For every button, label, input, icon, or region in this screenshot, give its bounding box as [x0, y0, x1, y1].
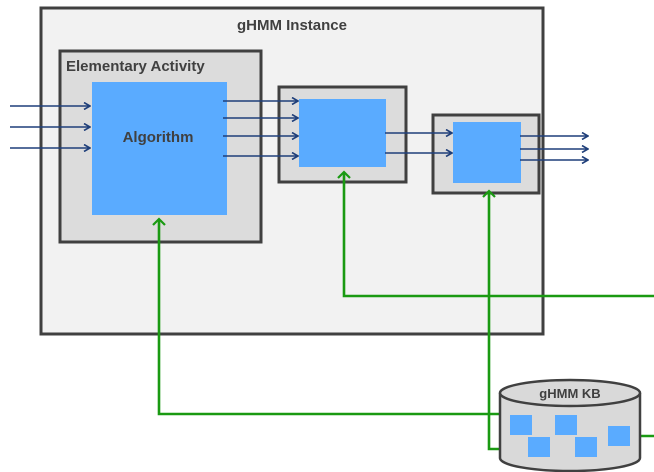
kb-record [528, 437, 550, 457]
kb-label: gHMM KB [539, 386, 600, 401]
external-to-activity-2-arrow [337, 170, 654, 298]
final-output-arrows [520, 136, 588, 160]
kb-record [510, 415, 532, 435]
activity-3-block [453, 122, 521, 183]
activity-2-output-arrows [385, 133, 452, 153]
kb-record [555, 415, 577, 435]
input-arrows [10, 106, 90, 148]
ghmm-instance-title: gHMM Instance [237, 17, 347, 34]
algorithm-output-arrows [223, 101, 298, 156]
kb-to-algorithm-arrow [152, 217, 515, 416]
kb-record [608, 426, 630, 446]
kb-cylinder-top [498, 378, 642, 408]
algorithm-label: Algorithm [123, 129, 194, 146]
elementary-activity-title: Elementary Activity [66, 58, 205, 75]
algorithm-block [92, 82, 227, 215]
kb-record [575, 437, 597, 457]
activity-2-block [299, 99, 386, 167]
ghmm-kb-cylinder: gHMM KB [498, 378, 642, 472]
